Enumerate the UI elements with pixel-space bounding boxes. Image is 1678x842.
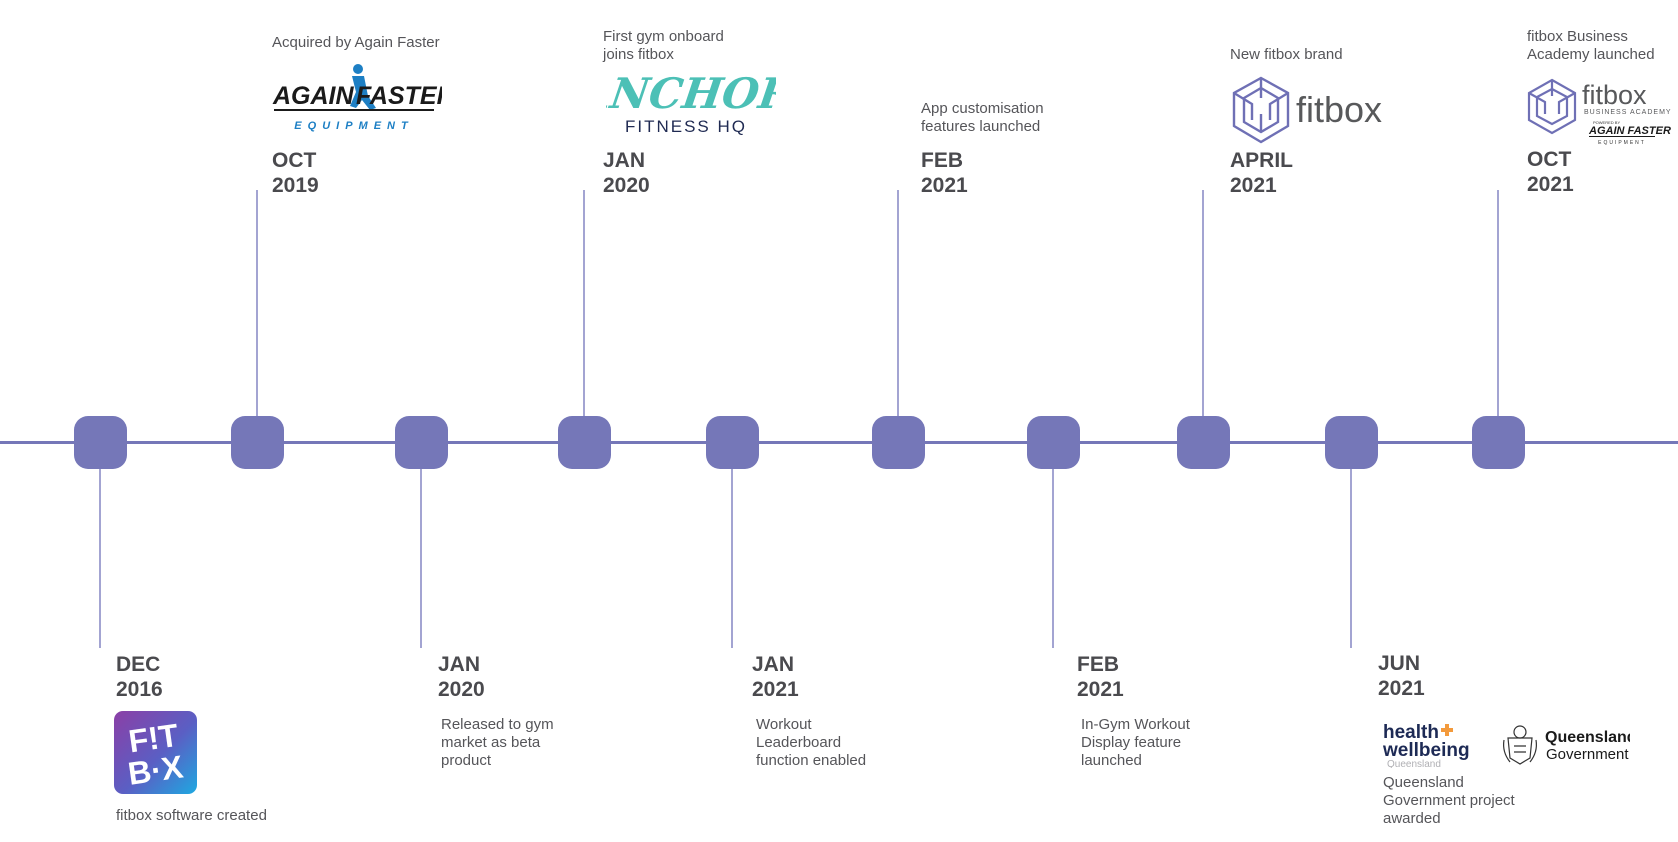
- timeline-node-e10: [1472, 416, 1525, 469]
- health-line3: Queensland: [1387, 759, 1441, 768]
- event-year: 2021: [921, 174, 968, 197]
- event-date-e3: JAN 2020: [438, 652, 485, 702]
- timeline-node-e9: [1325, 416, 1378, 469]
- health-line1: health: [1383, 722, 1439, 743]
- event-description-e10: fitbox Business Academy launched: [1527, 28, 1655, 63]
- stem-e10: [1497, 190, 1499, 418]
- academy-af: AGAIN FASTER: [1588, 125, 1671, 137]
- timeline-axis: [0, 441, 1678, 444]
- again-faster-sub: EQUIPMENT: [294, 120, 413, 132]
- event-year: 2019: [272, 174, 319, 197]
- stem-e2: [256, 190, 258, 418]
- event-date-e7: FEB 2021: [1077, 652, 1124, 702]
- event-month: JAN: [752, 653, 795, 676]
- event-description-e7: In-Gym Workout Display feature launched: [1081, 716, 1190, 769]
- fitbox-brand-word: fitbox: [1296, 89, 1382, 130]
- event-date-e1: DEC 2016: [116, 652, 163, 702]
- event-year: 2016: [116, 678, 163, 701]
- qld-gov-line1: Queensland: [1545, 729, 1630, 746]
- event-description-e6: App customisation features launched: [921, 100, 1044, 135]
- event-month: FEB: [1077, 653, 1119, 676]
- health-line2: wellbeing: [1383, 740, 1470, 761]
- event-year: 2021: [1527, 173, 1574, 196]
- event-month: OCT: [1527, 148, 1572, 171]
- event-date-e5: JAN 2021: [752, 652, 799, 702]
- event-month: JAN: [438, 653, 481, 676]
- again-faster-word1: AGAIN: [272, 82, 355, 110]
- stem-e3: [420, 468, 422, 648]
- event-description-e5: Workout Leaderboard function enabled: [756, 716, 867, 769]
- event-year: 2021: [752, 678, 799, 701]
- stem-e9: [1350, 468, 1352, 648]
- timeline-node-e3: [395, 416, 448, 469]
- stem-e6: [897, 190, 899, 418]
- fitbox-brand-logo: fitbox: [1230, 76, 1398, 146]
- event-date-e4: JAN 2020: [603, 148, 650, 198]
- event-month: JUN: [1378, 652, 1421, 675]
- event-date-e2: OCT 2019: [272, 148, 319, 198]
- event-month: APRIL: [1230, 149, 1293, 172]
- event-description-e8: New fitbox brand: [1230, 46, 1343, 63]
- event-description-e9: Queensland Government project awarded: [1383, 774, 1515, 827]
- stem-e7: [1052, 468, 1054, 648]
- health-wellbeing-logo: health wellbeing Queensland: [1382, 720, 1483, 770]
- stem-e4: [583, 190, 585, 418]
- anchor-fitness-logo: ANCHOR FITNESS HQ: [571, 66, 797, 138]
- event-date-e9: JUN 2021: [1378, 651, 1425, 701]
- svg-text:B·X: B·X: [126, 748, 186, 791]
- again-faster-logo: AGAIN FASTER EQUIPMENT: [272, 62, 455, 134]
- fitbox-square-logo: F!T B·X: [114, 711, 197, 794]
- stem-e1: [99, 468, 101, 648]
- stem-e5: [731, 468, 733, 648]
- event-date-e6: FEB 2021: [921, 148, 968, 198]
- event-month: DEC: [116, 653, 161, 676]
- event-month: JAN: [603, 149, 646, 172]
- timeline-node-e8: [1177, 416, 1230, 469]
- timeline-node-e4: [558, 416, 611, 469]
- event-description-e3: Released to gym market as beta product: [441, 716, 554, 769]
- timeline-node-e2: [231, 416, 284, 469]
- event-description-e2: Acquired by Again Faster: [272, 34, 440, 51]
- timeline-node-e7: [1027, 416, 1080, 469]
- event-description-e1: fitbox software created: [116, 807, 267, 824]
- event-year: 2021: [1077, 678, 1124, 701]
- event-month: OCT: [272, 149, 317, 172]
- timeline-node-e5: [706, 416, 759, 469]
- anchor-sub: FITNESS HQ: [625, 117, 747, 136]
- event-date-e8: APRIL 2021: [1230, 148, 1293, 198]
- stem-e8: [1202, 190, 1204, 418]
- academy-powered: POWERED BY: [1593, 120, 1620, 125]
- again-faster-word2: FASTER: [356, 82, 442, 110]
- anchor-word: ANCHOR: [606, 68, 776, 118]
- timeline-node-e1: [74, 416, 127, 469]
- academy-af-sub: EQUIPMENT: [1598, 140, 1646, 146]
- event-year: 2020: [603, 174, 650, 197]
- event-date-e10: OCT 2021: [1527, 147, 1574, 197]
- queensland-government-logo: Queensland Government: [1500, 722, 1637, 766]
- event-year: 2021: [1378, 677, 1425, 700]
- qld-gov-line2: Government: [1546, 746, 1629, 763]
- event-month: FEB: [921, 149, 963, 172]
- academy-sub: BUSINESS ACADEMY: [1584, 109, 1672, 116]
- academy-word: fitbox: [1582, 80, 1647, 110]
- svg-text:F!T: F!T: [126, 717, 181, 760]
- event-description-e4: First gym onboard joins fitbox: [603, 28, 724, 63]
- fitbox-business-academy-logo: fitbox BUSINESS ACADEMY POWERED BY AGAIN…: [1527, 78, 1673, 148]
- event-year: 2021: [1230, 174, 1277, 197]
- event-year: 2020: [438, 678, 485, 701]
- timeline-node-e6: [872, 416, 925, 469]
